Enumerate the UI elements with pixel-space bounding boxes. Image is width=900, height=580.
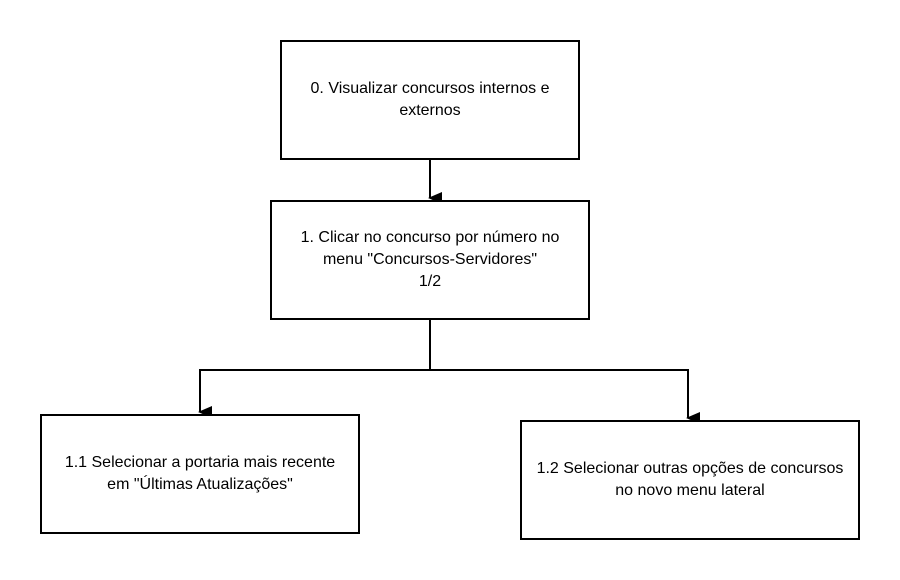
- step-1-1-node: 1.1 Selecionar a portaria mais recente e…: [40, 414, 360, 534]
- step-1-label: 1. Clicar no concurso por número no menu…: [300, 229, 560, 290]
- step-1-2-label: 1.2 Selecionar outras opções de concurso…: [536, 460, 844, 499]
- step-0-node: 0. Visualizar concursos internos e exter…: [280, 40, 580, 160]
- edge-n1-n3: [430, 369, 700, 424]
- step-1-1-label: 1.1 Selecionar a portaria mais recente e…: [64, 454, 336, 493]
- step-1-2-node: 1.2 Selecionar outras opções de concurso…: [520, 420, 860, 540]
- step-0-label: 0. Visualizar concursos internos e exter…: [310, 80, 550, 119]
- step-1-node: 1. Clicar no concurso por número no menu…: [270, 200, 590, 320]
- edge-n1-n2: [198, 320, 431, 418]
